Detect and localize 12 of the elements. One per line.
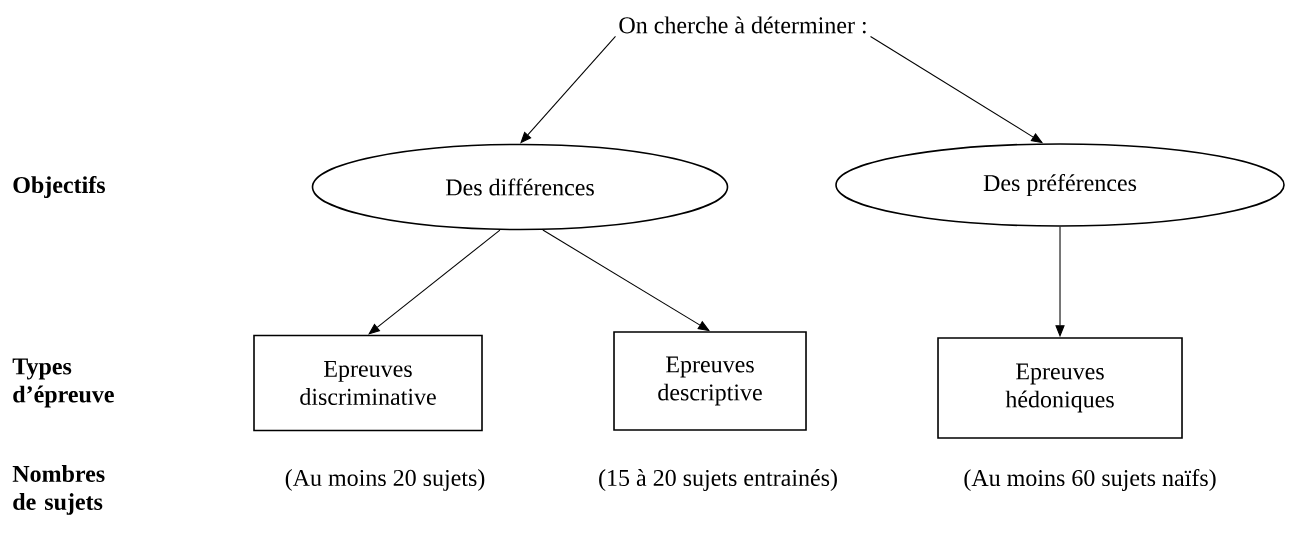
test-type-box: Epreuves descriptive [613,331,807,431]
arrow [520,35,616,144]
test-type-box: Epreuves discriminative [253,334,483,432]
test-type-box: Epreuves hédoniques [937,337,1183,439]
sample-size-text: (15 à 20 sujets entrainés) [599,469,837,491]
sample-size-text: (Au moins 60 sujets naïfs) [964,469,1216,491]
row-heading: Objectifs [13,176,105,198]
row-heading: Types d’épreuve [12,358,114,408]
sample-size-text: (Au moins 20 sujets) [285,469,485,491]
row-heading: Nombres de sujets [12,465,105,515]
arrow [368,229,501,335]
heading-text: On cherche à déterminer : [619,16,866,34]
